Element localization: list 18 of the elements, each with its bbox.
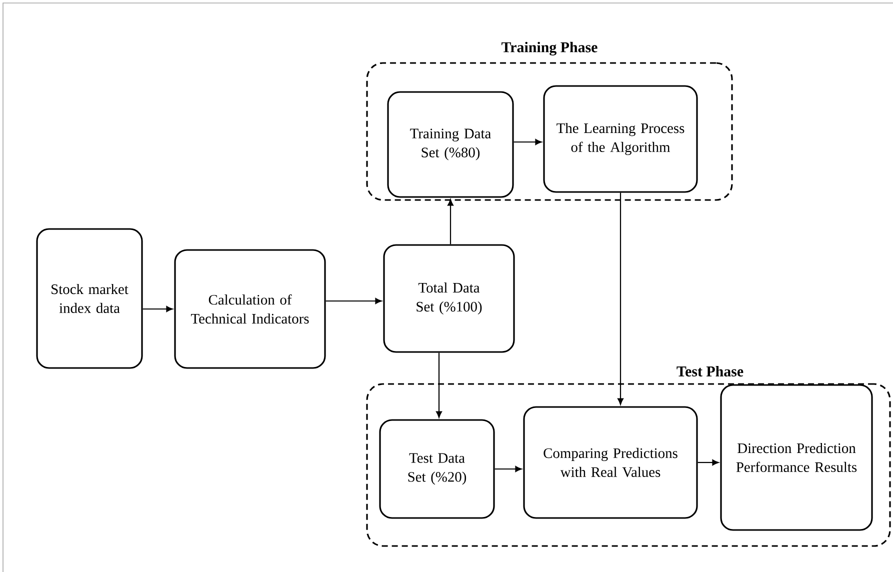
group-heading: Training Phase [502, 42, 598, 56]
process-box: Direction Prediction Performance Results [720, 384, 873, 531]
arrow [142, 306, 173, 312]
process-box: The Learning Process of the Algorithm [543, 85, 698, 193]
arrow [326, 298, 382, 304]
process-box: Comparing Predictions with Real Values [523, 406, 698, 519]
process-box: Total Data Set (%100) [383, 244, 515, 353]
arrow [698, 459, 719, 466]
process-box: Calculation of Technical Indicators [174, 249, 326, 369]
arrow [436, 352, 442, 418]
arrow [618, 192, 624, 405]
group-heading: Test Phase [676, 366, 744, 376]
process-box: Training Data Set (%80) [387, 91, 514, 198]
arrow [448, 199, 454, 244]
process-box: Test Data Set (%20) [379, 419, 495, 519]
arrow [514, 138, 542, 145]
process-box: Stock market index data [36, 228, 143, 369]
arrow [494, 466, 522, 472]
